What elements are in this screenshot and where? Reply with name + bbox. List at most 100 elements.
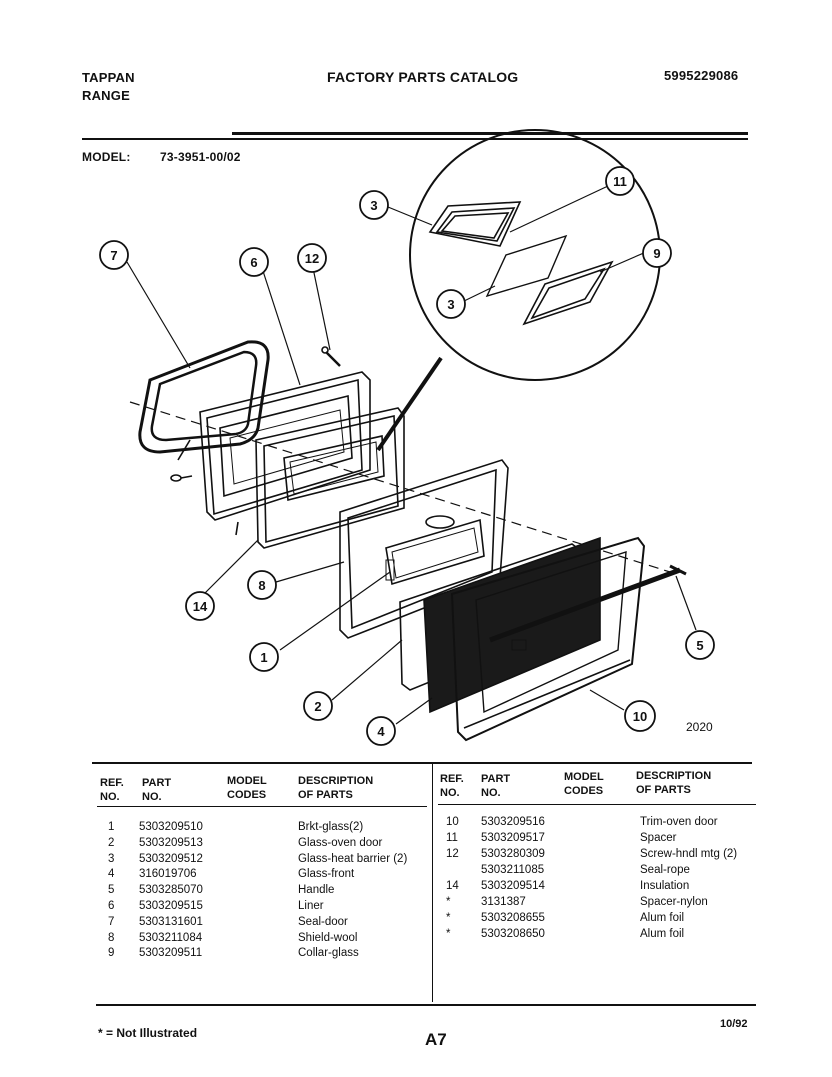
svg-text:9: 9 <box>653 246 660 261</box>
part-5-handle <box>489 564 687 643</box>
row-description: Glass-oven door <box>298 836 383 849</box>
row-ref-no: 5 <box>108 884 115 897</box>
catalog-title: FACTORY PARTS CATALOG <box>327 69 519 85</box>
brand-line-1: TAPPAN <box>82 70 135 85</box>
callout-3-upper: 3 <box>359 190 389 220</box>
part-3-upper-glass-frame <box>428 201 522 247</box>
row-part-no: 5303209512 <box>139 852 203 865</box>
svg-text:2: 2 <box>314 699 321 714</box>
row-part-no: 5303209511 <box>139 947 203 960</box>
row-ref-no: * <box>446 896 451 908</box>
hdr-underline-right <box>438 804 756 805</box>
footer-date: 10/92 <box>720 1018 748 1030</box>
row-part-no: 5303209514 <box>481 880 545 892</box>
callout-14: 14 <box>185 591 215 621</box>
row-ref-no: 12 <box>446 848 459 860</box>
row-description: Collar-glass <box>298 947 359 960</box>
model-label: MODEL: <box>82 150 131 164</box>
row-description: Handle <box>298 884 335 897</box>
callout-7: 7 <box>99 240 129 270</box>
row-description: Liner <box>298 900 324 912</box>
row-part-no: 5303131601 <box>139 915 203 928</box>
svg-text:5: 5 <box>696 638 703 653</box>
svg-text:8: 8 <box>258 578 265 593</box>
row-part-no: 5303211085 <box>481 864 545 876</box>
row-ref-no: 2 <box>108 836 115 849</box>
row-description: Insulation <box>640 880 690 892</box>
row-part-no: 316019706 <box>139 868 197 881</box>
row-description: Seal-door <box>298 915 348 928</box>
part-7-door-seal <box>138 340 270 454</box>
row-ref-no: 8 <box>108 931 115 944</box>
part-6-liner <box>199 371 371 521</box>
footer-note: * = Not Illustrated <box>98 1026 198 1040</box>
table-center-divider <box>432 764 433 1002</box>
row-part-no: 5303209516 <box>481 816 545 828</box>
svg-text:4: 4 <box>377 724 385 739</box>
row-description: Seal-rope <box>640 864 690 876</box>
page-number: A7 <box>425 1030 447 1049</box>
svg-text:14: 14 <box>193 599 208 614</box>
row-description: Screw-hndl mtg (2) <box>640 848 738 860</box>
row-description: Alum foil <box>640 928 685 940</box>
row-part-no: 5303211084 <box>139 931 203 944</box>
model-value: 73-3951-00/02 <box>160 150 241 164</box>
row-ref-no: 3 <box>108 852 115 865</box>
callout-1: 1 <box>249 642 279 672</box>
callout-5: 5 <box>685 630 715 660</box>
row-description: Shield-wool <box>298 931 358 944</box>
svg-text:3: 3 <box>447 297 454 312</box>
row-ref-no: 9 <box>108 947 115 960</box>
row-ref-no: * <box>446 928 451 940</box>
row-ref-no: 1 <box>108 821 115 833</box>
svg-text:10: 10 <box>633 709 647 724</box>
figure-number: 2020 <box>686 720 713 734</box>
row-ref-no: 6 <box>108 900 115 912</box>
alignment-line <box>129 401 671 573</box>
row-description: Spacer-nylon <box>640 896 708 908</box>
catalog-number: 5995229086 <box>664 68 739 83</box>
callout-4: 4 <box>366 716 396 746</box>
callout-9: 9 <box>642 238 672 268</box>
callout-11: 11 <box>605 166 635 196</box>
row-part-no: 5303209513 <box>139 836 203 849</box>
table-top-rule <box>92 762 752 764</box>
brand-line-2: RANGE <box>82 88 130 103</box>
callout-8: 8 <box>247 570 277 600</box>
callout-2: 2 <box>303 691 333 721</box>
row-description: Spacer <box>640 832 677 844</box>
table-bottom-rule <box>96 1004 756 1006</box>
part-1-glass-bracket <box>385 518 485 586</box>
row-ref-no: * <box>446 912 451 924</box>
header-rule-top <box>232 132 748 135</box>
row-ref-no: 14 <box>446 880 459 892</box>
row-part-no: 5303209517 <box>481 832 545 844</box>
row-description: Brkt-glass(2) <box>298 821 364 833</box>
header-rule-bottom <box>82 138 748 140</box>
part-14-insulation-panel <box>423 536 601 714</box>
part-3-heat-barrier-glass <box>485 234 568 298</box>
row-ref-no: 7 <box>108 915 115 928</box>
callout-3-lower: 3 <box>436 289 466 319</box>
row-description: Glass-heat barrier (2) <box>298 852 408 865</box>
hdr-ref-left: REF.NO. <box>100 777 124 803</box>
row-ref-no: 4 <box>108 868 115 881</box>
row-part-no: 5303209515 <box>139 900 203 912</box>
part-9-collar-glass <box>522 260 614 326</box>
small-screw-left <box>170 474 182 482</box>
row-part-no: 5303285070 <box>139 884 203 897</box>
exploded-door-diagram: 7 6 12 3 11 9 3 14 8 1 2 4 5 10 <box>99 129 715 746</box>
row-part-no: 5303208650 <box>481 928 545 940</box>
part-4-glass-front-assembly <box>255 407 405 549</box>
svg-text:12: 12 <box>305 251 319 266</box>
row-part-no: 5303208655 <box>481 912 545 924</box>
hdr-ref-right: REF.NO. <box>440 773 464 799</box>
svg-text:1: 1 <box>260 650 267 665</box>
part-12-screw <box>325 351 341 367</box>
